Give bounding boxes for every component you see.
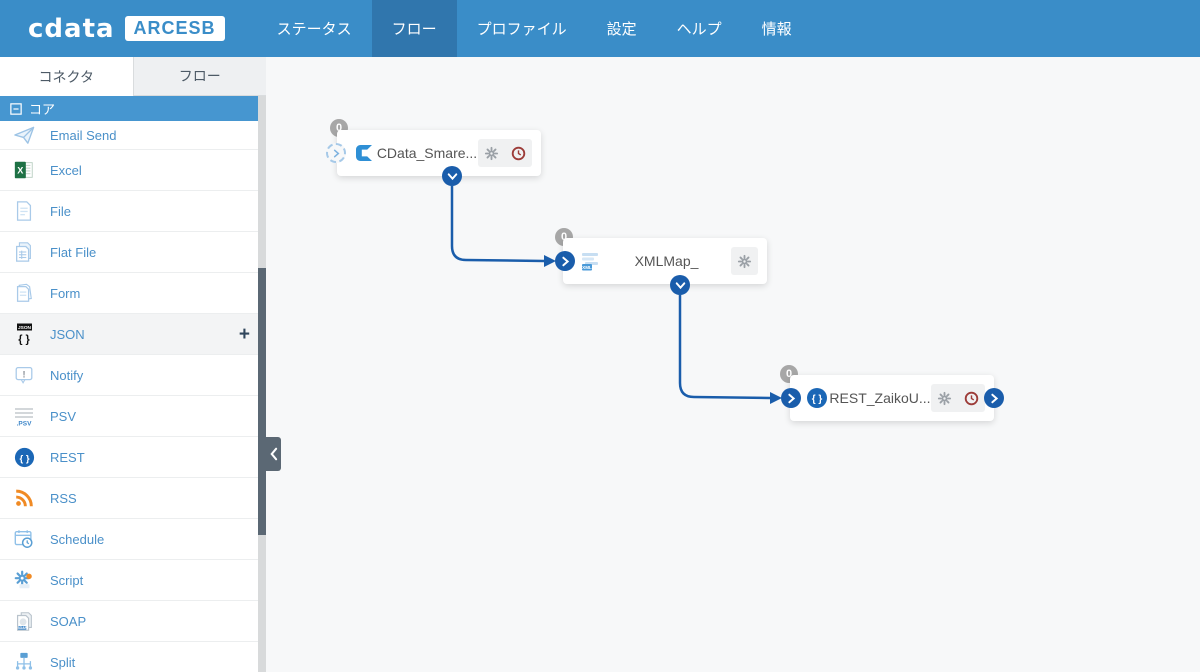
rest-icon: { }: [10, 444, 38, 470]
script-icon: [10, 567, 38, 593]
connector-label: Schedule: [50, 531, 105, 547]
file-icon: [10, 198, 38, 224]
flow-node-cdata[interactable]: CData_Smare...: [337, 130, 541, 176]
connector-label: JSON: [50, 326, 85, 342]
sidebar-scrollbar-thumb[interactable]: [258, 268, 266, 535]
notify-icon: !: [10, 362, 38, 388]
connector-label: Split: [50, 654, 76, 670]
node-actions: [931, 384, 985, 412]
node-actions: [478, 139, 532, 167]
connector-sidebar: コネクタ フロー コア Email Send X Excel File: [0, 57, 266, 672]
node-title: XMLMap_: [634, 253, 699, 269]
excel-icon: X: [10, 157, 38, 183]
svg-text:XML: XML: [582, 265, 592, 270]
connector-label: SOAP: [50, 613, 87, 629]
nav-item-help[interactable]: ヘルプ: [676, 21, 722, 38]
output-port[interactable]: [442, 166, 462, 186]
sidebar-scrollbar-track[interactable]: [258, 96, 266, 672]
connector-label: Email Send: [50, 127, 117, 143]
flow-node-xmlmap[interactable]: XML XMLMap_: [563, 238, 767, 284]
connector-label: PSV: [50, 408, 77, 424]
cdata-logo: cdata: [28, 13, 115, 44]
sidebar-collapse-handle[interactable]: [266, 437, 281, 471]
nav-item-settings[interactable]: 設定: [606, 21, 637, 38]
output-port[interactable]: [984, 388, 1004, 408]
output-port[interactable]: [670, 275, 690, 295]
tab-connectors[interactable]: コネクタ: [0, 57, 133, 96]
nav-item-status[interactable]: ステータス: [276, 21, 352, 38]
connector-item-email-send[interactable]: Email Send: [0, 121, 266, 150]
rest-connector-icon: { }: [805, 386, 829, 410]
cdata-connector-icon: [352, 141, 376, 165]
gear-icon[interactable]: [478, 139, 505, 167]
form-icon: [10, 280, 38, 306]
sidebar-tabs: コネクタ フロー: [0, 57, 266, 96]
connector-label: REST: [50, 449, 85, 465]
section-label: コア: [29, 102, 56, 117]
svg-text:{ }: { }: [18, 334, 30, 346]
email-send-icon: [10, 122, 38, 148]
nav-menu: ステータス フロー プロファイル 設定 ヘルプ 情報: [257, 0, 812, 57]
connector-item-schedule[interactable]: Schedule: [0, 519, 266, 560]
connector-label: Form: [50, 285, 81, 301]
svg-text:!: !: [22, 369, 25, 379]
schedule-icon: [10, 526, 38, 552]
connector-item-rss[interactable]: RSS: [0, 478, 266, 519]
svg-text:{ }: { }: [812, 394, 823, 405]
not-scheduled-clock-icon[interactable]: [505, 139, 532, 167]
connector-item-psv[interactable]: .PSV PSV: [0, 396, 266, 437]
connector-list: Email Send X Excel File Flat File Form: [0, 121, 266, 672]
connector-item-notify[interactable]: ! Notify: [0, 355, 266, 396]
connector-label: File: [50, 203, 71, 219]
gear-icon[interactable]: [931, 384, 958, 412]
connector-item-file[interactable]: File: [0, 191, 266, 232]
connector-item-json[interactable]: JSON { } JSON +: [0, 314, 266, 355]
connector-label: Flat File: [50, 244, 97, 260]
soap-icon: SOAP: [10, 608, 38, 634]
node-actions: [731, 247, 758, 275]
connector-item-soap[interactable]: SOAP SOAP: [0, 601, 266, 642]
collapse-section-icon: [10, 102, 22, 115]
nav-item-profiles[interactable]: プロファイル: [476, 21, 567, 38]
psv-icon: .PSV: [10, 403, 38, 429]
flow-node-rest[interactable]: { } REST_ZaikoU...: [790, 375, 994, 421]
nav-item-info[interactable]: 情報: [761, 21, 792, 38]
connector-item-excel[interactable]: X Excel: [0, 150, 266, 191]
svg-text:X: X: [17, 166, 24, 176]
top-nav: cdata ARCESB ステータス フロー プロファイル 設定 ヘルプ 情報: [0, 0, 1200, 57]
svg-text:.PSV: .PSV: [17, 421, 32, 428]
connector-item-split[interactable]: Split: [0, 642, 266, 672]
svg-text:{ }: { }: [19, 453, 29, 464]
split-icon: [10, 649, 38, 672]
tab-flows[interactable]: フロー: [132, 57, 266, 96]
flat-file-icon: [10, 239, 38, 265]
rss-icon: [10, 485, 38, 511]
svg-text:SOAP: SOAP: [17, 626, 27, 630]
not-scheduled-clock-icon[interactable]: [958, 384, 985, 412]
input-port-disconnected[interactable]: [326, 143, 346, 163]
connector-label: Notify: [50, 367, 84, 383]
connector-item-rest[interactable]: { } REST: [0, 437, 266, 478]
input-port[interactable]: [781, 388, 801, 408]
node-title: REST_ZaikoU...: [829, 390, 931, 406]
connector-item-script[interactable]: Script: [0, 560, 266, 601]
json-icon: JSON { }: [10, 321, 38, 347]
nav-item-flows[interactable]: フロー: [371, 0, 457, 57]
connector-item-flat-file[interactable]: Flat File: [0, 232, 266, 273]
connector-label: Excel: [50, 162, 82, 178]
connector-item-form[interactable]: Form: [0, 273, 266, 314]
node-title: CData_Smare...: [376, 145, 478, 161]
arcesb-logo-badge: ARCESB: [124, 16, 225, 41]
section-header-core[interactable]: コア: [0, 96, 266, 121]
connector-label: Script: [50, 572, 84, 588]
svg-text:JSON: JSON: [18, 325, 32, 331]
gear-icon[interactable]: [731, 247, 758, 275]
app-logo[interactable]: cdata ARCESB: [0, 0, 225, 57]
input-port[interactable]: [555, 251, 575, 271]
connector-label: RSS: [50, 490, 77, 506]
xmlmap-connector-icon: XML: [578, 249, 602, 273]
add-connector-button[interactable]: +: [238, 323, 250, 345]
